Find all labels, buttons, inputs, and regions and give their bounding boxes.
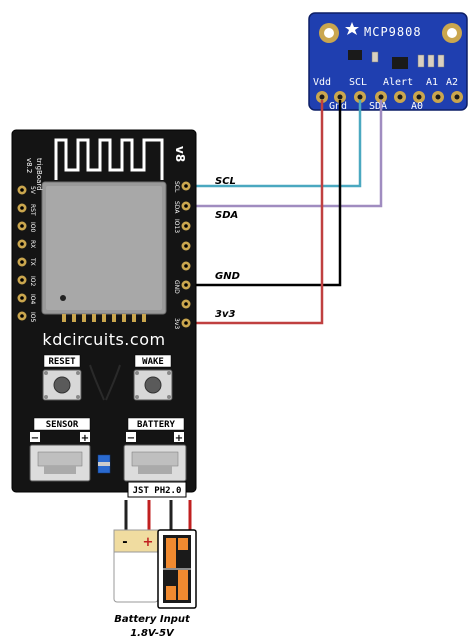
battery-plus-label: + <box>143 535 154 550</box>
right-pin-label-3: GND <box>173 280 180 294</box>
svg-text:−: − <box>31 433 39 444</box>
board-version-side: v8.2 <box>25 158 33 173</box>
svg-text:+: + <box>81 433 89 444</box>
sensor-pin-label-alert: Alert <box>383 77 413 88</box>
antenna-trace <box>54 138 164 180</box>
wires <box>193 100 383 325</box>
svg-text:−: − <box>127 433 135 444</box>
reset-button-label: RESET <box>48 357 76 367</box>
wire-gnd <box>193 100 342 287</box>
left-pin-label-0: 5V <box>29 186 36 195</box>
wire-label-3v3: 3v3 <box>215 309 235 320</box>
right-pin-label-1: SDA <box>173 201 180 214</box>
battery-caption-line2: 1.8V-5V <box>130 628 175 639</box>
right-pin-label-4: 3v3 <box>173 318 180 329</box>
battery-connector-label: BATTERY <box>137 420 176 430</box>
left-pin-label-1: RST <box>29 204 36 216</box>
left-pin-label-3: RX <box>29 240 36 248</box>
sensor-pin-label-scl: SCL <box>349 77 367 88</box>
sensor-pin-label-a1: A1 <box>426 77 438 88</box>
battery-connector: BATTERY − + <box>123 417 187 482</box>
wire-scl <box>193 100 362 188</box>
sensor-pin-label-vdd: Vdd <box>313 77 331 88</box>
left-pin-label-6: IO4 <box>29 294 36 304</box>
left-pin-header <box>17 185 27 321</box>
left-pin-label-4: TX <box>29 257 36 266</box>
sensor-pin-label-gnd: Gnd <box>329 101 347 112</box>
battery-holder <box>157 529 197 609</box>
sensor-pin-label-a0: A0 <box>411 101 423 112</box>
svg-text:+: + <box>175 433 183 444</box>
wire-label-gnd: GND <box>215 271 240 282</box>
jst-label-box <box>127 481 187 498</box>
left-pin-label-7: IO5 <box>29 312 36 322</box>
sensor-pin-row <box>316 91 463 103</box>
wire-label-sda: SDA <box>215 210 238 221</box>
sensor-connector-label: SENSOR <box>46 420 79 430</box>
wire-3v3 <box>193 100 324 325</box>
star-logo-icon <box>345 22 359 35</box>
jst-label: JST PH2.0 <box>133 486 182 496</box>
wake-button-label: WAKE <box>142 357 164 367</box>
wire-label-scl: SCL <box>215 176 236 187</box>
battery-pack: - + <box>113 529 159 603</box>
wire-sda <box>193 100 383 208</box>
right-pin-label-0: SCL <box>173 181 180 193</box>
sensor-pin-label-sda: SDA <box>369 101 387 112</box>
board-website: kdcircuits.com <box>42 330 165 349</box>
left-pin-label-5: IO2 <box>29 276 36 286</box>
sensor-board: MCP9808 Vdd SCL Alert A1 A2 Gnd SDA A0 <box>308 12 468 112</box>
right-pin-label-2: IO13 <box>173 219 180 233</box>
sensor-connector: SENSOR − + <box>29 417 91 482</box>
battery-minus-label: - <box>122 535 127 550</box>
board-brand-side: trigBoard <box>35 158 43 191</box>
reset-button: RESET <box>42 354 82 401</box>
wake-button: WAKE <box>133 354 173 401</box>
battery-caption-line1: Battery Input <box>114 614 191 625</box>
right-pin-header <box>181 181 191 328</box>
left-pin-label-2: IO0 <box>29 222 36 232</box>
sensor-board-name: MCP9808 <box>364 25 422 39</box>
trigboard: v8.2 trigBoard v8 5V RST IO0 RX TX IO2 I… <box>11 129 197 493</box>
board-version-big: v8 <box>173 146 187 162</box>
sensor-pin-label-a2: A2 <box>446 77 458 88</box>
